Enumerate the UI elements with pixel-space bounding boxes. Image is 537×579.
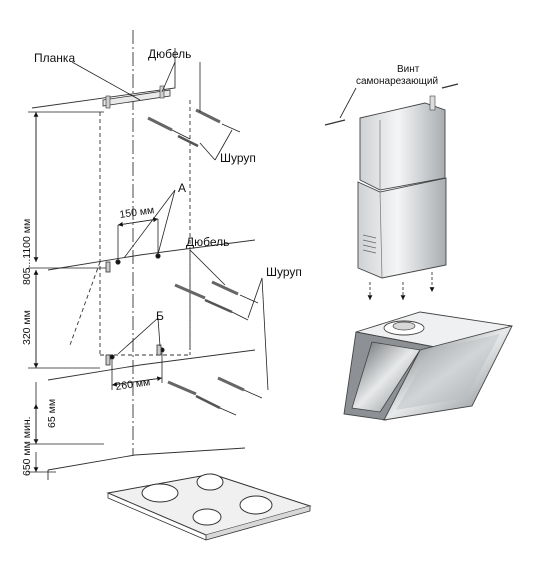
mid-brackets bbox=[105, 253, 259, 321]
dim-bottom-offset: 65 мм bbox=[46, 399, 58, 428]
label-vint-line1: Винт bbox=[397, 64, 420, 75]
low-brackets bbox=[105, 344, 263, 416]
leader-lines bbox=[71, 61, 269, 391]
label-vint-line2: самонарезающий bbox=[356, 76, 438, 87]
label-point-b: Б bbox=[156, 309, 164, 323]
label-shurup-top: Шуруп bbox=[220, 151, 256, 165]
cooktop bbox=[106, 473, 312, 541]
label-point-a: А bbox=[178, 181, 186, 195]
dimension-lines bbox=[28, 111, 163, 473]
label-planka: Планка bbox=[34, 51, 75, 65]
dim-min-height: 650 мм мин. bbox=[21, 416, 33, 476]
label-dyubel-mid: Дюбель bbox=[186, 235, 229, 249]
label-dyubel-top: Дюбель bbox=[148, 47, 191, 61]
label-shurup-mid: Шуруп bbox=[266, 265, 302, 279]
hood-illustration bbox=[324, 83, 513, 421]
dim-height-range: 805...1100 мм bbox=[21, 219, 33, 285]
vint-leader bbox=[339, 87, 357, 119]
dim-width-lower: 260 мм bbox=[115, 376, 151, 393]
dim-width-upper: 150 мм bbox=[119, 204, 155, 221]
dim-bracket-spacing: 320 мм bbox=[21, 310, 33, 345]
